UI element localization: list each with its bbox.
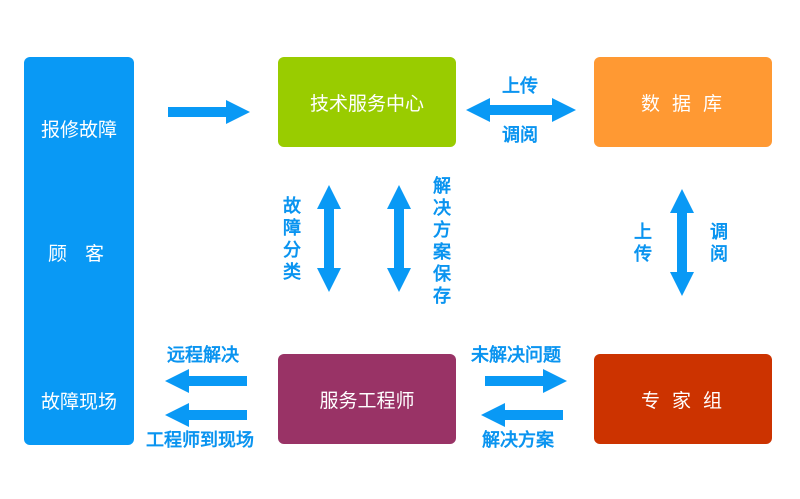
char: 传 [634, 244, 652, 265]
char: 存 [433, 286, 451, 307]
service-engineer-label: 服务工程师 [319, 389, 415, 412]
service-engineer-box: 服务工程师 [278, 354, 456, 444]
fault-classify-label: 故 障 分 类 [281, 196, 303, 284]
char: 方 [433, 220, 451, 241]
char: 上 [634, 222, 652, 243]
expert-group-label: 专 家 组 [640, 389, 726, 412]
char: 解 [433, 176, 451, 197]
read-label-top: 调阅 [502, 125, 538, 146]
onsite-label: 工程师到现场 [146, 430, 254, 451]
database-label: 数 据 库 [640, 92, 726, 115]
fault-classify-arrow-icon [317, 185, 341, 292]
read-label-right: 调 阅 [708, 222, 730, 266]
char: 保 [433, 264, 451, 285]
char: 类 [283, 262, 301, 283]
upload-label-top: 上传 [502, 76, 538, 97]
upload-label-right: 上 传 [632, 222, 654, 266]
solution-label: 解决方案 [482, 430, 554, 451]
solution-save-arrow-icon [387, 185, 411, 292]
solution-arrow-icon [481, 403, 563, 427]
char: 决 [433, 198, 451, 219]
char: 障 [283, 218, 301, 239]
expert-group-box: 专 家 组 [594, 354, 772, 444]
tech-db-double-arrow-icon [466, 98, 576, 122]
char: 阅 [710, 244, 728, 265]
report-arrow-icon [168, 100, 250, 124]
remote-solve-label: 远程解决 [167, 345, 239, 366]
char: 案 [433, 242, 451, 263]
unsolved-label: 未解决问题 [471, 345, 561, 366]
char: 分 [283, 240, 301, 261]
char: 调 [710, 222, 728, 243]
customer-box: 报修故障 顾 客 故障现场 [24, 57, 134, 445]
char: 故 [283, 196, 301, 217]
remote-solve-arrow-icon [165, 369, 247, 393]
customer-label: 顾 客 [47, 243, 111, 265]
solution-save-label: 解 决 方 案 保 存 [431, 176, 453, 308]
fault-site-label: 故障现场 [40, 391, 117, 413]
database-box: 数 据 库 [594, 57, 772, 147]
report-fault-label: 报修故障 [40, 119, 117, 141]
unsolved-arrow-icon [485, 369, 567, 393]
onsite-arrow-icon [165, 403, 247, 427]
tech-service-center-box: 技术服务中心 [278, 57, 456, 147]
db-expert-arrow-icon [670, 189, 694, 296]
tech-service-center-label: 技术服务中心 [309, 92, 424, 115]
